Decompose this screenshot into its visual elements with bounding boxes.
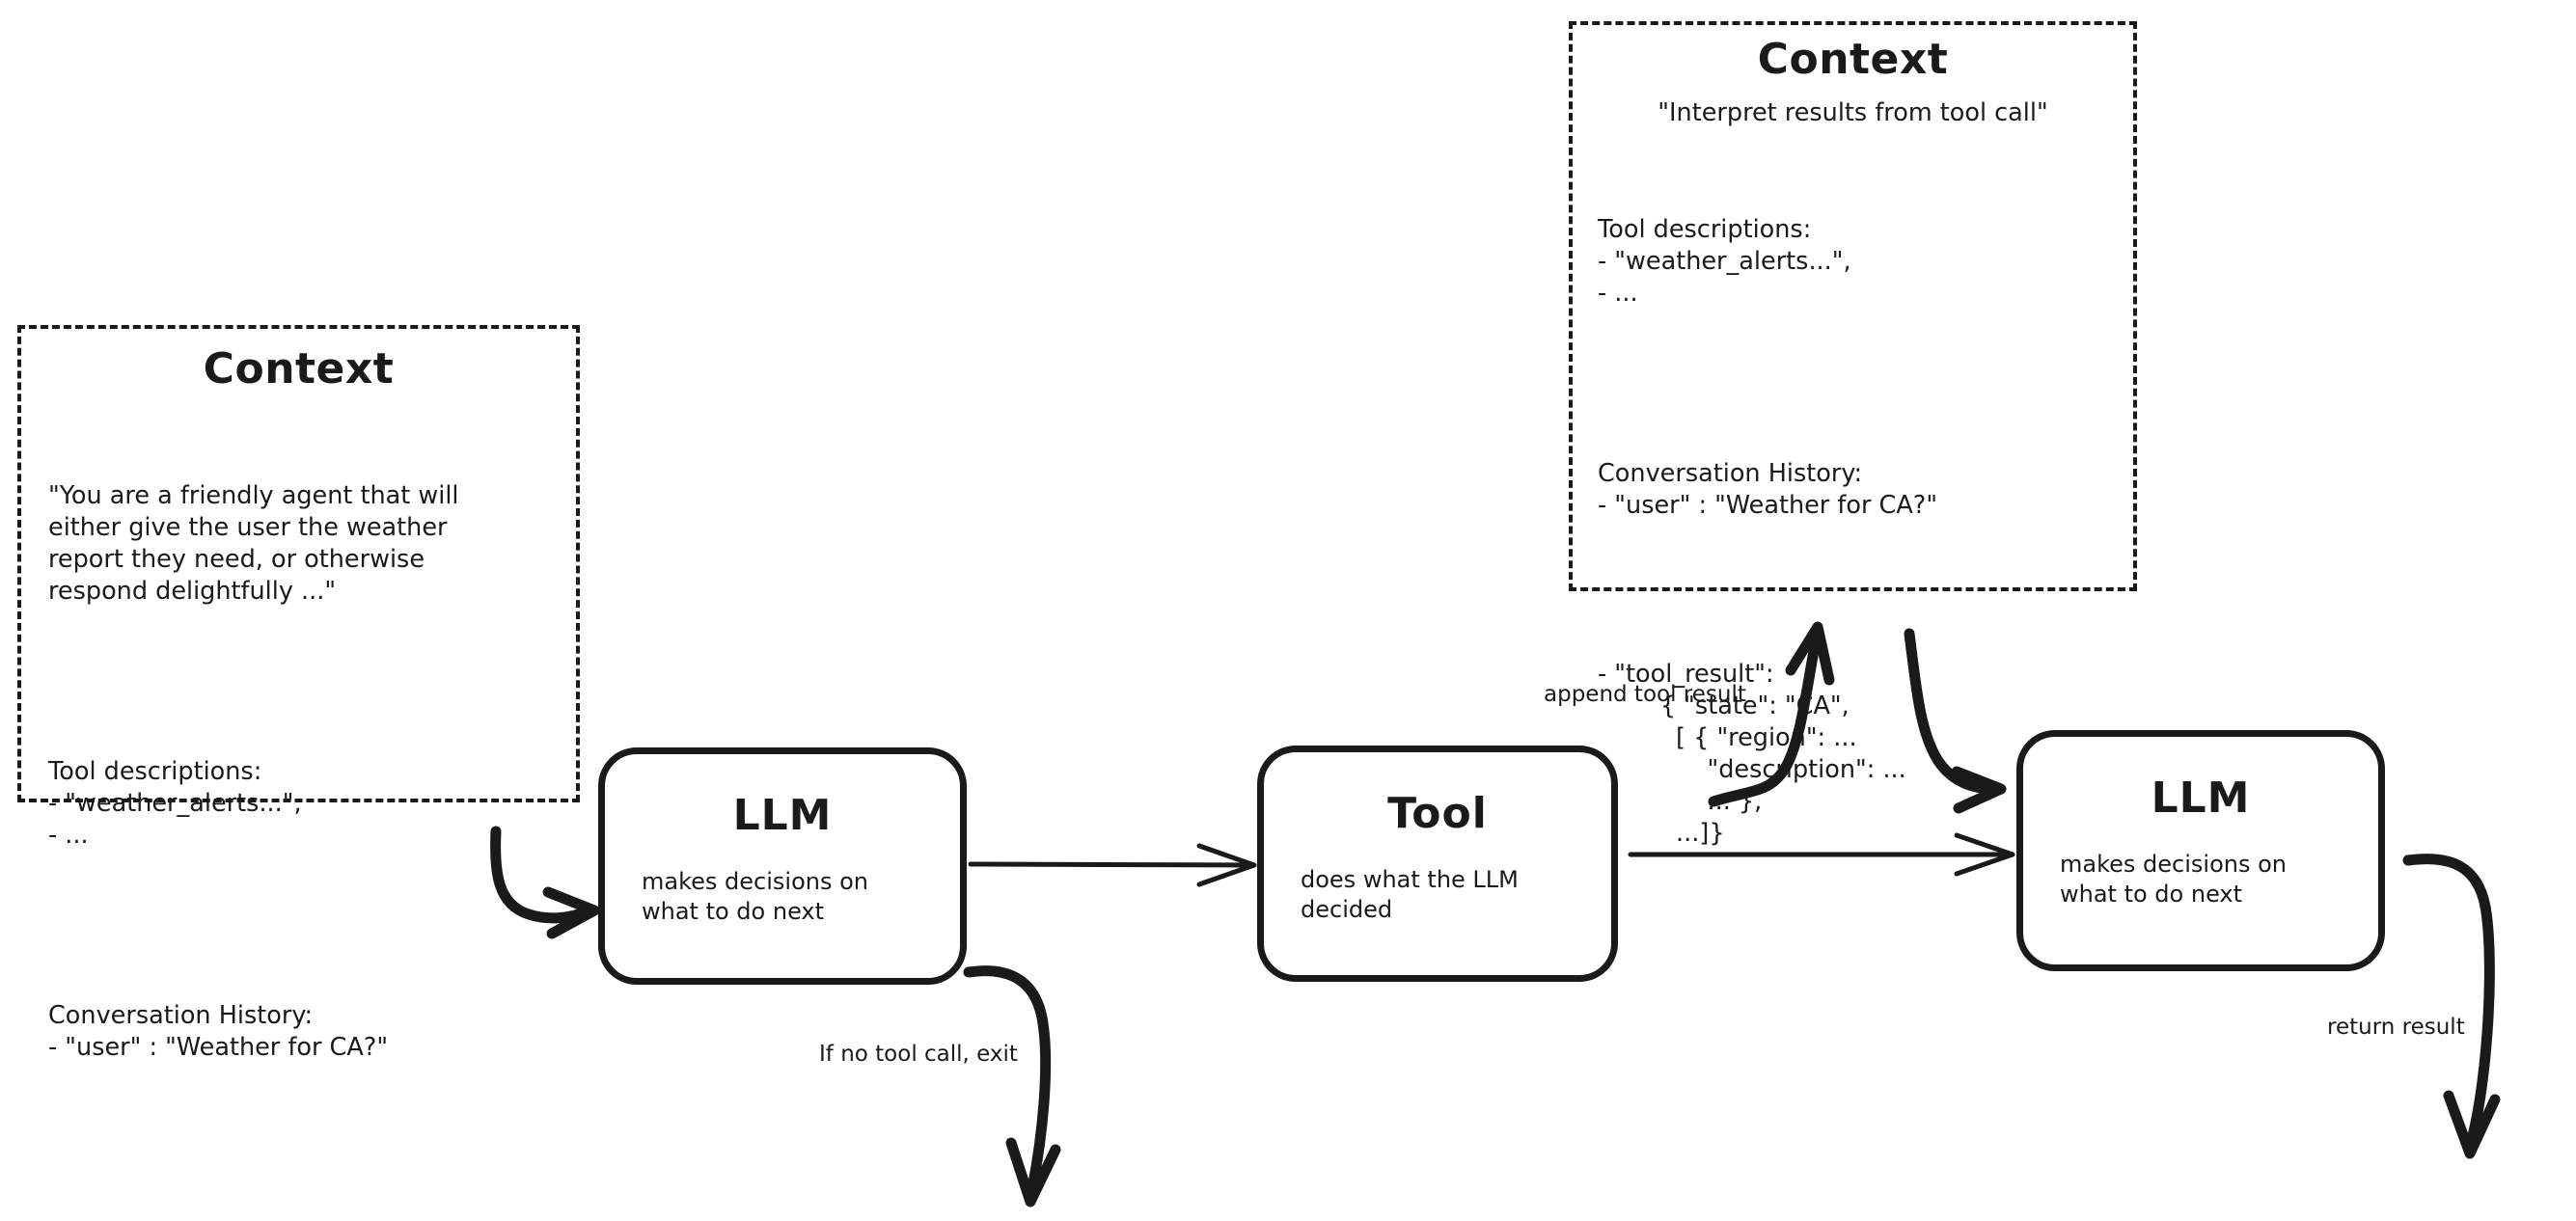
edge-context-to-llm1 (490, 826, 600, 939)
tool-descriptions-item-1: - ... (48, 821, 89, 850)
tool-result-header: - "tool_result": (1598, 660, 1774, 689)
system-prompt-line-3: report they need, or otherwise (48, 545, 425, 574)
context-left-conversation: Conversation History: - "user" : "Weather… (48, 1000, 549, 1064)
edge-label-append-tool-result: append tool result (1544, 682, 1746, 707)
context-right-conversation: Conversation History: - "user" : "Weather… (1598, 458, 2108, 522)
tool-result-line-4: ...]} (1598, 819, 1725, 848)
edge-tool-to-llm2 (1628, 832, 2015, 877)
tool-descriptions-item-0: - "weather_alerts...", (1598, 247, 1851, 276)
context-left-system-prompt: "You are a friendly agent that will eithe… (48, 480, 549, 608)
context-left-tools: Tool descriptions: - "weather_alerts...",… (48, 756, 549, 852)
edge-label-exit: If no tool call, exit (819, 1042, 1018, 1067)
system-prompt-line-2: either give the user the weather (48, 513, 448, 542)
tool-result-line-0: { "state": "CA", (1598, 692, 1850, 720)
tool-descriptions-item-0: - "weather_alerts...", (48, 789, 302, 818)
system-prompt-line-4: respond delightfully ..." (48, 577, 337, 606)
context-left-title: Context (203, 344, 395, 393)
tool-result-line-3: ... }, (1598, 787, 1763, 816)
edge-llm2-return (2402, 854, 2501, 1159)
context-right-quote: "Interpret results from tool call" (1658, 98, 2048, 127)
context-box-right: Context "Interpret results from tool cal… (1569, 21, 2137, 848)
spacer (1598, 373, 2108, 394)
spacer (48, 915, 549, 936)
node-llm-first[interactable]: LLM makes decisions on what to do next (598, 747, 967, 985)
context-left-body: "You are a friendly agent that will eithe… (48, 417, 549, 1127)
system-prompt-line-1: "You are a friendly agent that will (48, 481, 459, 510)
tool-result-line-1: [ { "region": ... (1598, 723, 1857, 752)
conversation-header: Conversation History: (48, 1001, 314, 1030)
node-tool-subtitle: does what the LLM decided (1301, 866, 1519, 923)
context-right-title: Context (1757, 35, 1949, 84)
edge-tool-to-context (1708, 621, 1835, 807)
tool-descriptions-header: Tool descriptions: (48, 757, 262, 786)
node-tool[interactable]: Tool does what the LLM decided (1257, 746, 1618, 982)
edge-context-to-llm2 (1904, 628, 2007, 814)
edge-llm1-to-tool (968, 843, 1257, 887)
node-llm-first-subtitle: makes decisions on what to do next (642, 868, 868, 925)
conversation-header: Conversation History: (1598, 459, 1863, 488)
node-llm-second[interactable]: LLM makes decisions on what to do next (2016, 730, 2385, 971)
context-box-left: Context "You are a friendly agent that w… (17, 325, 580, 1062)
node-tool-title: Tool (1387, 789, 1488, 838)
context-right-tools: Tool descriptions: - "weather_alerts...",… (1598, 214, 2108, 310)
node-llm-second-title: LLM (2151, 773, 2251, 823)
node-llm-first-title: LLM (732, 791, 833, 840)
conversation-item-0: - "user" : "Weather for CA?" (1598, 491, 1938, 520)
conversation-item-0: - "user" : "Weather for CA?" (48, 1033, 389, 1062)
edge-label-return-result: return result (2327, 1015, 2465, 1040)
spacer (1598, 585, 2108, 595)
edge-llm1-exit (963, 965, 1061, 1207)
context-right-body: Tool descriptions: - "weather_alerts...",… (1598, 150, 2108, 913)
node-llm-second-subtitle: makes decisions on what to do next (2060, 851, 2287, 908)
tool-result-line-2: "description": ... (1598, 755, 1906, 784)
context-right-tool-result: - "tool_result": { "state": "CA", [ { "r… (1598, 659, 2108, 850)
tool-descriptions-item-1: - ... (1598, 279, 1638, 308)
spacer (48, 671, 549, 692)
tool-descriptions-header: Tool descriptions: (1598, 215, 1812, 244)
